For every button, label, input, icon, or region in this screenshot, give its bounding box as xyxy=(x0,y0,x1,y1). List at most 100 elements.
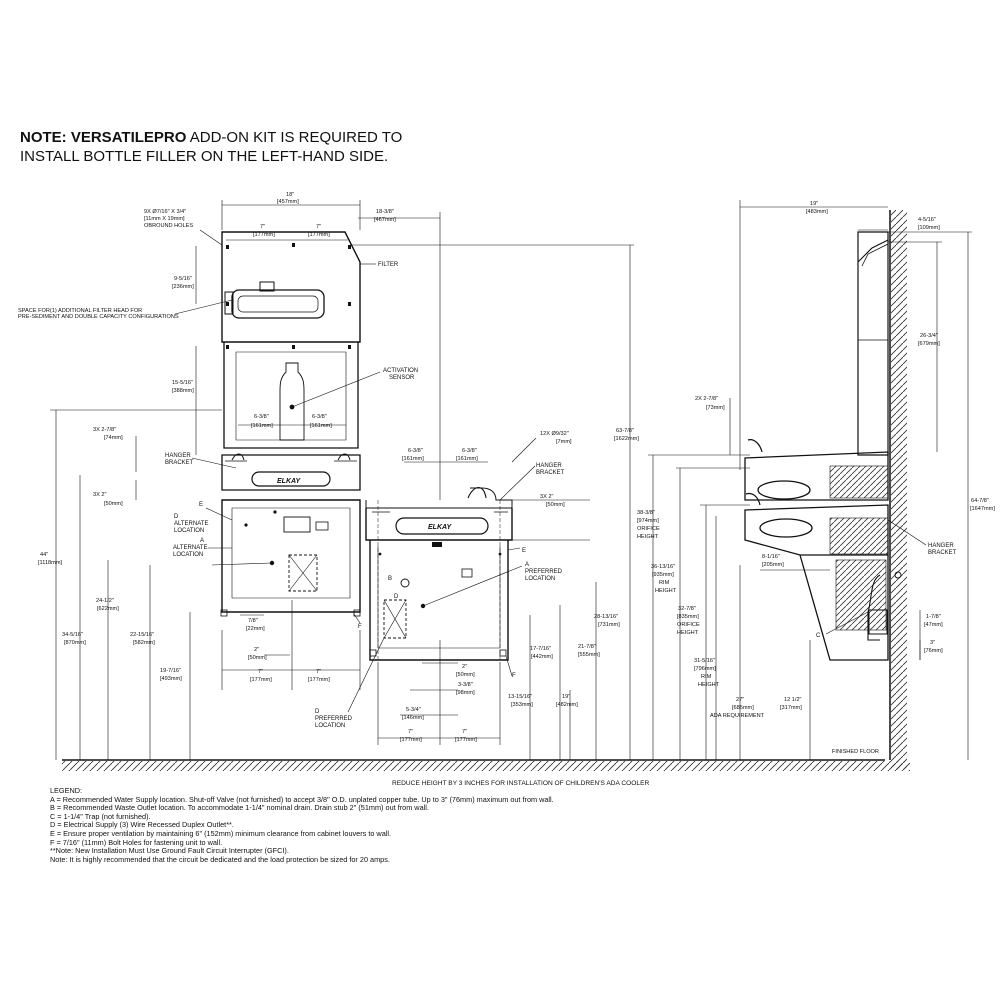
cooler-d3x2-in: 3X 2" xyxy=(540,494,554,500)
side-c-label: C xyxy=(816,633,821,639)
d18316-in: 18-3/8" xyxy=(376,209,394,215)
d2x278-in: 2X 2-7/8" xyxy=(695,396,718,402)
note-prefix: NOTE: xyxy=(20,129,71,146)
d178-in: 1-7/8" xyxy=(926,614,941,620)
cooler-c638b-mm: [161mm] xyxy=(456,456,478,462)
a-alt-3: LOCATION xyxy=(173,552,203,558)
front-brand-logo: ELKAY xyxy=(277,478,302,485)
d338-in: 3-3/8" xyxy=(458,682,473,688)
legend-line: A = Recommended Water Supply location. S… xyxy=(50,794,554,804)
finished-floor-label: FINISHED FLOOR xyxy=(832,749,879,755)
a-alt-2: ALTERNATE xyxy=(173,545,207,551)
d8116-mm: [205mm] xyxy=(762,562,784,568)
d3-mm: [76mm] xyxy=(924,648,943,654)
cooler-d3x2-mm: [50mm] xyxy=(546,502,565,508)
d6478-in: 64-7/8" xyxy=(971,498,989,504)
cooler-b-label: B xyxy=(388,576,392,582)
legend-line: F = 7/16" (11mm) Bolt Holes for fastenin… xyxy=(50,837,223,847)
a-pref-2: PREFERRED xyxy=(525,569,563,575)
d19716-in: 19-7/16" xyxy=(160,668,181,674)
d6378-in: 63-7/8" xyxy=(616,428,634,434)
d-alt-1: D xyxy=(174,514,179,520)
front-d3x2-in: 3X 2" xyxy=(93,492,107,498)
side-d19-in: 19" xyxy=(810,201,818,207)
holes-in: 9X Ø7/16" X 3/4" xyxy=(144,209,186,215)
seven-b-mm: [177mm] xyxy=(308,232,330,238)
d1212-in: 12 1/2" xyxy=(784,697,802,703)
front-hanger-2: BRACKET xyxy=(165,460,194,466)
d2634-mm: [679mm] xyxy=(918,341,940,347)
d1212-mm: [317mm] xyxy=(780,705,802,711)
d534-in: 5-3/4" xyxy=(406,707,421,713)
front-f-label: F xyxy=(358,624,362,630)
d338-mm: [98mm] xyxy=(456,690,475,696)
cooler-c638a-mm: [161mm] xyxy=(402,456,424,462)
d281316-mm: [731mm] xyxy=(598,622,620,628)
side-hanger-2: BRACKET xyxy=(928,550,957,556)
d958-mm: [236mm] xyxy=(172,284,194,290)
a-pref-1: A xyxy=(525,562,529,568)
rim-2: RIM xyxy=(701,674,712,680)
d-alt-3: LOCATION xyxy=(174,528,204,534)
cooler-hanger-1: HANGER xyxy=(536,463,562,469)
d3278-in: 32-7/8" xyxy=(678,606,696,612)
side-d19-mm: [483mm] xyxy=(806,209,828,215)
d3-in: 3" xyxy=(930,640,935,646)
front-c638a-in: 6-3/8" xyxy=(254,414,269,420)
orifice-1: ORIFICE xyxy=(637,526,660,532)
cooler-b7b-in: 7" xyxy=(462,729,467,735)
d2412-in: 24-1/2" xyxy=(96,598,114,604)
d2178-in: 21-7/8" xyxy=(578,644,596,650)
front-d2-mm: [50mm] xyxy=(248,655,267,661)
space-note-2: PRE-SEDIMENT AND DOUBLE CAPACITY CONFIGU… xyxy=(18,314,179,320)
front-b7a-mm: [177mm] xyxy=(250,677,272,683)
front-e-label: E xyxy=(199,502,203,508)
front-c638b-in: 6-3/8" xyxy=(312,414,327,420)
d34516-in: 34-5/16" xyxy=(62,632,83,638)
d17716-in: 17-7/16" xyxy=(530,646,551,652)
d78-in: 7/8" xyxy=(248,618,258,624)
cooler-hanger-2: BRACKET xyxy=(536,470,565,476)
d-pref-3: LOCATION xyxy=(315,723,345,729)
d44-mm: [1118mm] xyxy=(38,560,62,566)
holes-label: OBROUND HOLES xyxy=(144,223,193,229)
dimension-lines xyxy=(50,200,972,760)
holes12-in: 12X Ø9/32" xyxy=(540,431,569,437)
a-pref-3: LOCATION xyxy=(525,576,555,582)
orifice-2: ORIFICE xyxy=(677,622,700,628)
cooler-f-label: F xyxy=(512,673,516,679)
reduce-height-note: REDUCE HEIGHT BY 3 INCHES FOR INSTALLATI… xyxy=(392,780,650,787)
legend: LEGEND: A = Recommended Water Supply loc… xyxy=(50,786,750,864)
cooler-b7b-mm: [177mm] xyxy=(455,737,477,743)
a-alt-1: A xyxy=(200,538,204,544)
rim-h-1: HEIGHT xyxy=(655,588,677,594)
cooler-b7a-in: 7" xyxy=(408,729,413,735)
d2412-mm: [622mm] xyxy=(97,606,119,612)
rim-h-2: HEIGHT xyxy=(698,682,720,688)
cooler-c638b-in: 6-3/8" xyxy=(462,448,477,454)
cooler-d2-mm: [50mm] xyxy=(456,672,475,678)
d19716-mm: [493mm] xyxy=(160,676,182,682)
front-c638b-mm: [161mm] xyxy=(310,423,332,429)
seven-b-in: 7" xyxy=(316,224,321,230)
d8116-in: 8-1/16" xyxy=(762,554,780,560)
floor-line xyxy=(62,759,910,771)
wall-section xyxy=(889,210,907,770)
front-b7a-in: 7" xyxy=(258,669,263,675)
cooler-front-view xyxy=(365,486,513,661)
d2x278-mm: [73mm] xyxy=(706,405,725,411)
legend-line: **Note: New Installation Must Use Ground… xyxy=(50,846,289,856)
d4516-in: 4-5/16" xyxy=(918,217,936,223)
legend-line: B = Recommended Waste Outlet location. T… xyxy=(50,803,429,813)
legend-line: E = Ensure proper ventilation by maintai… xyxy=(50,828,392,838)
ada-requirement: ADA REQUIREMENT xyxy=(710,713,765,719)
d-alt-2: ALTERNATE xyxy=(174,521,208,527)
d27-in: 27" xyxy=(736,697,744,703)
d221516-in: 22-15/16" xyxy=(130,632,154,638)
d178-mm: [47mm] xyxy=(924,622,943,628)
d221516-mm: [582mm] xyxy=(133,640,155,646)
space-note-1: SPACE FOR(1) ADDITIONAL FILTER HEAD FOR xyxy=(18,308,142,314)
d2634-in: 26-3/4" xyxy=(920,333,938,339)
d2178-mm: [555mm] xyxy=(578,652,600,658)
